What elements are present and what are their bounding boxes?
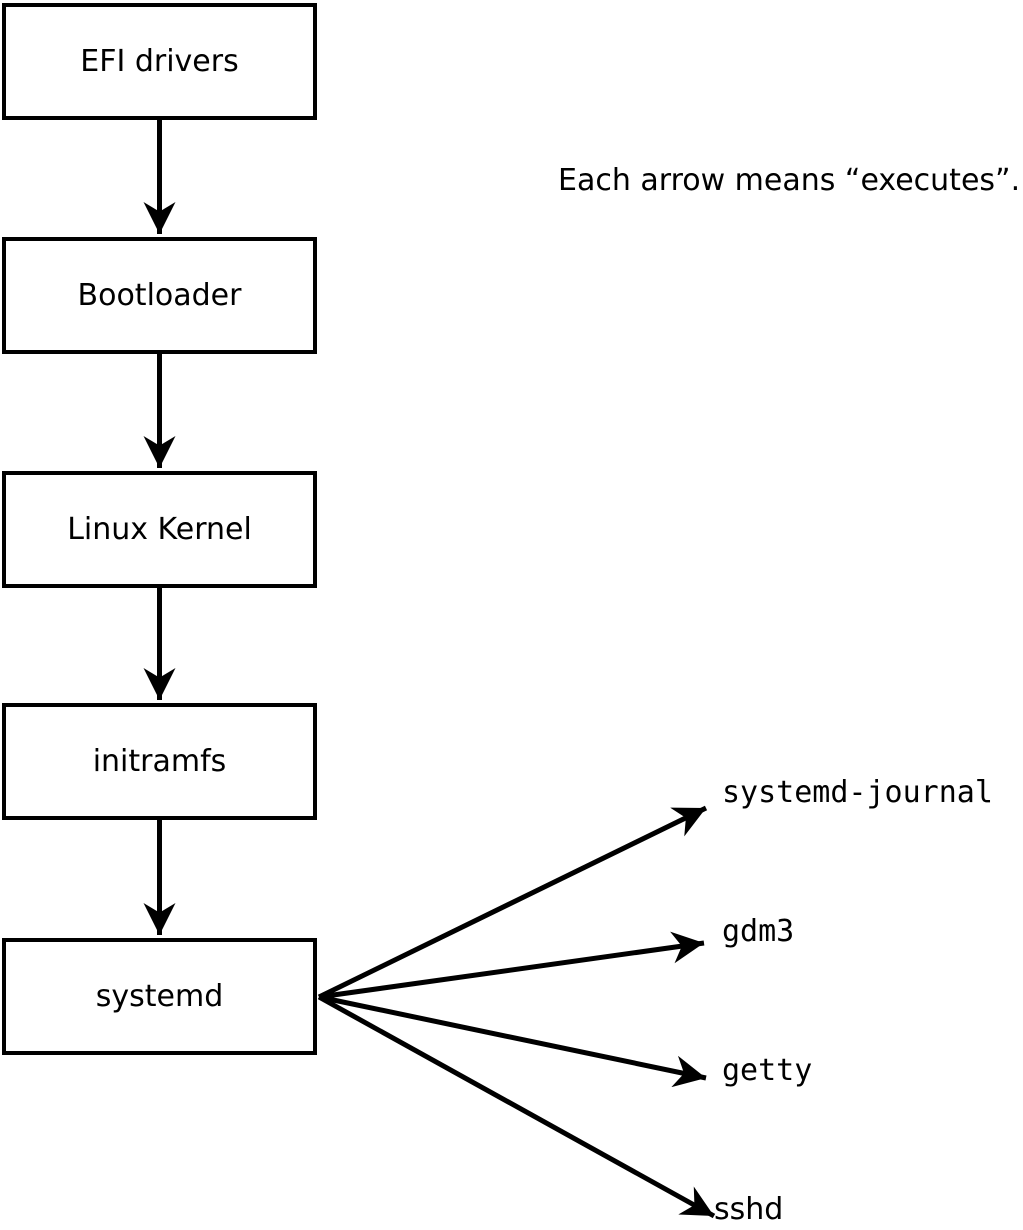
node-initramfs: initramfs: [2, 703, 317, 820]
node-linux-kernel: Linux Kernel: [2, 471, 317, 588]
node-efi-drivers: EFI drivers: [2, 3, 317, 120]
node-label: Bootloader: [77, 277, 242, 313]
spawn-label-systemd-journal: systemd-journal: [722, 775, 993, 810]
arrow-systemd-to-getty: [318, 994, 707, 1088]
node-systemd: systemd: [2, 938, 317, 1055]
arrow-systemd-to-gdm3: [318, 931, 705, 1000]
node-label: systemd: [95, 978, 224, 1014]
spawn-label-sshd: sshd: [714, 1192, 784, 1227]
node-label: initramfs: [92, 743, 227, 779]
arrow-systemd-to-sshd: [317, 994, 716, 1219]
arrow-meaning-note: Each arrow means “executes”.: [558, 163, 1021, 198]
arrow-systemd-to-journal: [317, 805, 708, 1000]
node-label: EFI drivers: [80, 43, 239, 79]
spawn-label-getty: getty: [722, 1053, 813, 1088]
node-bootloader: Bootloader: [2, 237, 317, 354]
spawn-label-gdm3: gdm3: [722, 914, 795, 949]
node-label: Linux Kernel: [67, 511, 252, 547]
